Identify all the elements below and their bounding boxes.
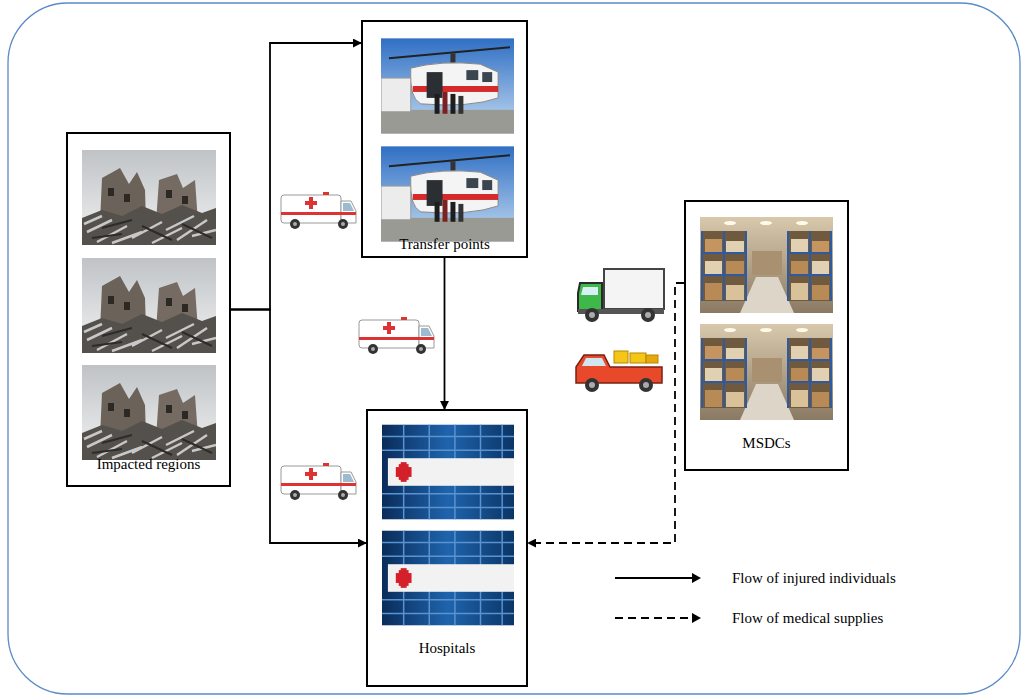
legend-sample: [612, 611, 732, 625]
helicopter-photo: [381, 38, 514, 133]
warehouse-photo: [700, 324, 833, 420]
box-label: Transfer points: [399, 235, 490, 253]
legend-text: Flow of injured individuals: [732, 570, 896, 587]
box-label: MSDCs: [742, 434, 790, 452]
patient-flow-arrow: [231, 43, 361, 310]
rubble-photo: [82, 150, 216, 245]
image-box: MSDCs: [684, 200, 849, 471]
legend-line: [615, 617, 692, 619]
box-label: Impacted regions: [97, 455, 201, 473]
legend-row: Flow of medical supplies: [612, 598, 896, 638]
legend-line: [615, 577, 692, 579]
patient-flow-arrow: [444, 258, 446, 409]
image-box: Hospitals: [366, 409, 528, 687]
helicopter-photo: [381, 146, 514, 241]
image-box: Transfer points: [361, 20, 528, 258]
hospital-photo: [382, 531, 514, 626]
rubble-photo: [82, 365, 216, 460]
warehouse-photo: [700, 217, 833, 313]
image-box: Impacted regions: [66, 132, 231, 487]
supply-flow-arrow: [528, 283, 684, 543]
patient-flow-arrow: [231, 310, 366, 544]
legend-sample: [612, 571, 732, 585]
outer-frame: [8, 3, 1020, 694]
rubble-photo: [82, 258, 216, 353]
legend-arrowhead: [692, 573, 701, 583]
hospital-photo: [382, 425, 514, 520]
legend-arrowhead: [692, 613, 701, 623]
truck-icon: [578, 269, 664, 322]
legend-text: Flow of medical supplies: [732, 610, 883, 627]
legend-row: Flow of injured individuals: [612, 558, 896, 598]
pickup-icon: [576, 351, 662, 392]
legend: Flow of injured individualsFlow of medic…: [612, 558, 896, 638]
box-label: Hospitals: [419, 639, 476, 657]
ambulance-icon: [359, 317, 434, 354]
ambulance-icon: [281, 463, 356, 500]
ambulance-icon: [281, 192, 356, 229]
